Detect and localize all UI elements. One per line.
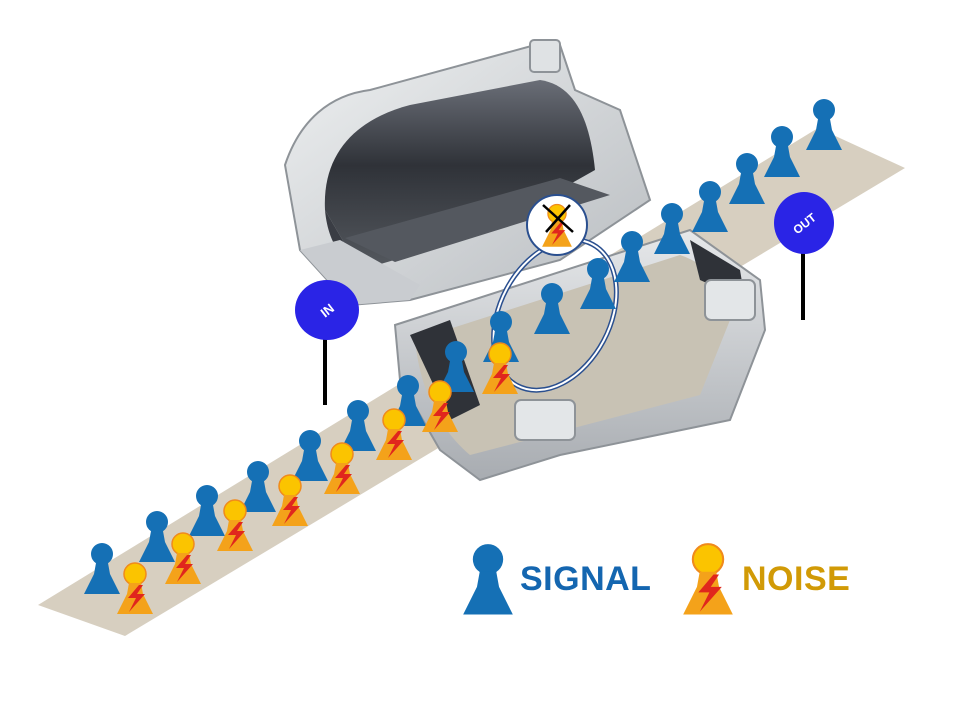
in-sign-plate	[295, 280, 359, 340]
legend-signal-label: SIGNAL	[520, 560, 652, 598]
legend-noise-icon	[682, 543, 734, 616]
in-sign: IN	[295, 280, 359, 405]
blocked-noise-callout	[526, 194, 588, 256]
legend-noise-label: NOISE	[742, 560, 851, 598]
legend-signal-icon	[463, 544, 513, 615]
out-sign-plate	[774, 192, 834, 254]
signal-person-icon	[806, 99, 842, 150]
out-sign: OUT	[774, 192, 834, 320]
